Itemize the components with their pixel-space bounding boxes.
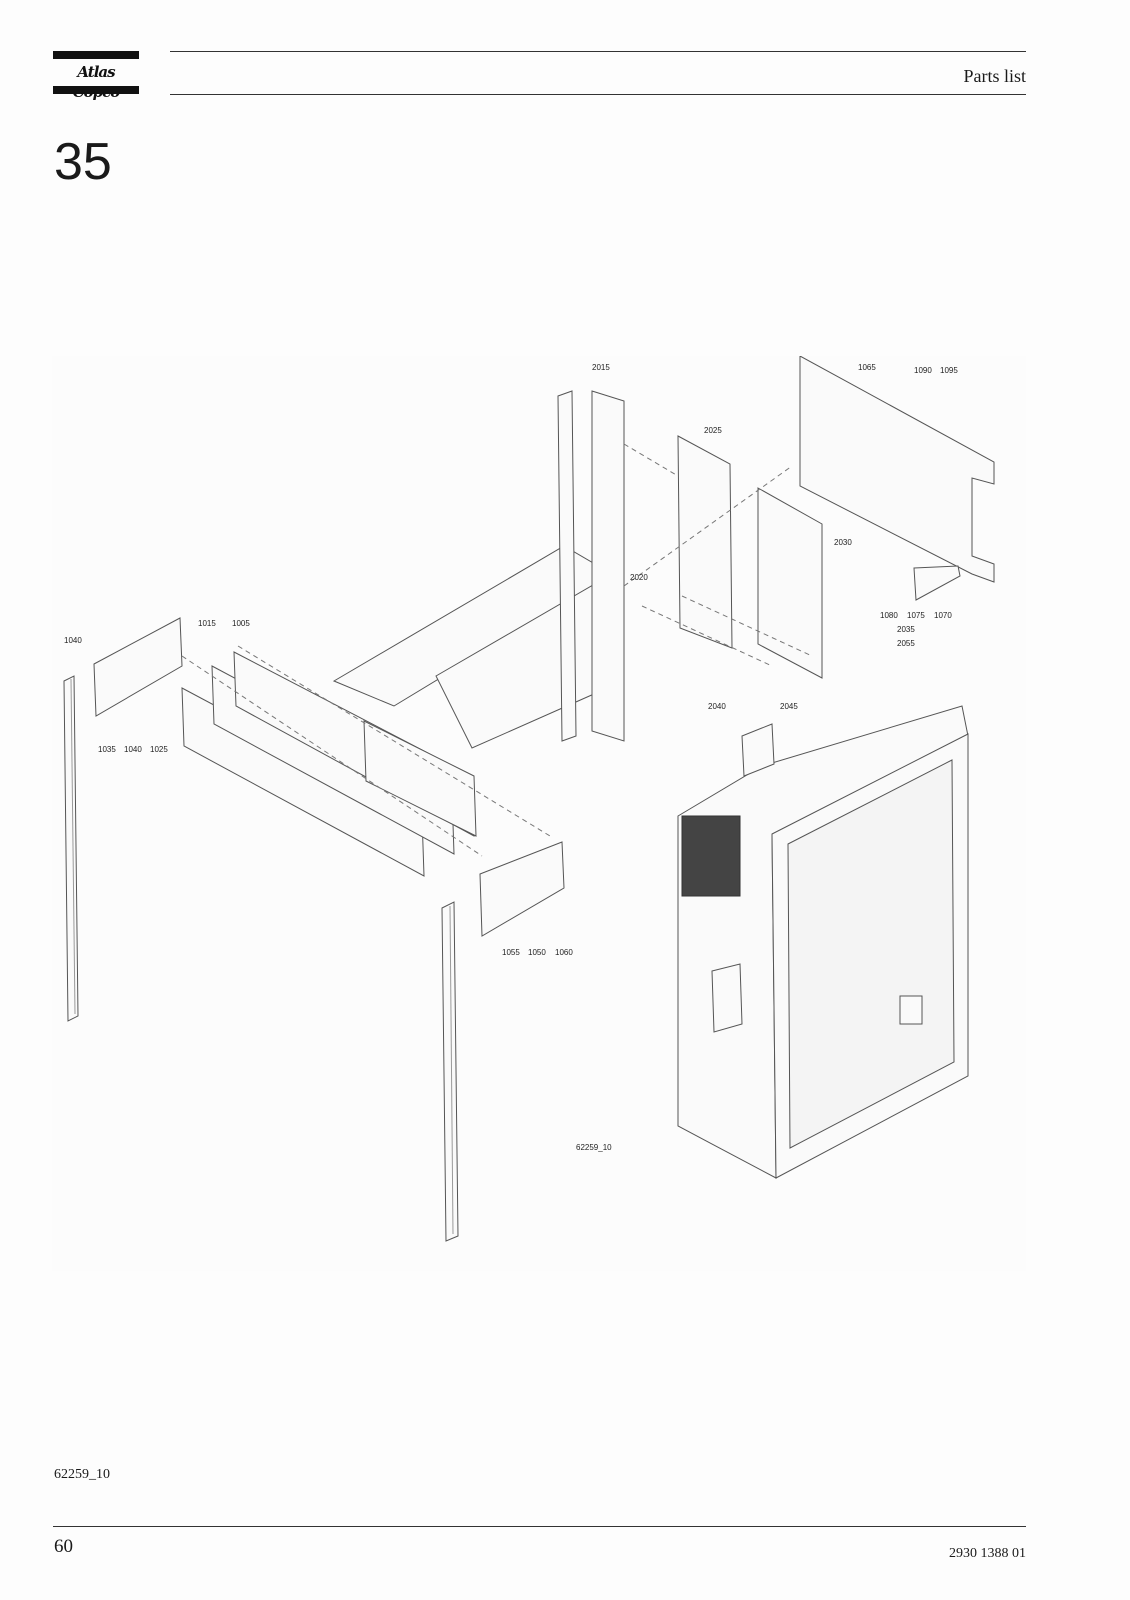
callout-1080: 1080 <box>880 611 898 620</box>
callout-2015: 2015 <box>592 363 610 372</box>
column-2015-left <box>557 390 577 742</box>
logo-bar-top <box>53 51 139 59</box>
column-2015-right <box>591 390 625 742</box>
callout-1025: 1025 <box>150 745 168 754</box>
callout-2040: 2040 <box>708 702 726 711</box>
logo-wordmark: Atlas Copco <box>73 63 121 101</box>
callout-1070: 1070 <box>934 611 952 620</box>
callout-1050: 1050 <box>528 948 546 957</box>
document-number: 2930 1388 01 <box>949 1546 1026 1561</box>
footer-rule <box>53 1526 1026 1527</box>
exploded-parts-drawing: 2015 2025 1065 1090 1095 2030 2020 1080 … <box>52 356 1026 1271</box>
end-plate-left <box>93 617 183 717</box>
figure-reference: 62259_10 <box>54 1467 110 1482</box>
drawing-figure-id: 62259_10 <box>576 1143 612 1152</box>
panel-insert <box>363 720 477 837</box>
center-leg-rail <box>441 901 459 1242</box>
bracket-1070 <box>913 565 961 601</box>
back-panel-1065 <box>799 356 995 583</box>
page-number: 60 <box>54 1536 73 1557</box>
bracket-2040 <box>741 723 775 777</box>
header-rule-bottom <box>170 94 1026 95</box>
callout-1005: 1005 <box>232 619 250 628</box>
cabinet-vent-grille <box>681 815 741 897</box>
callout-1055: 1055 <box>502 948 520 957</box>
logo-bar-bottom <box>53 86 139 94</box>
header-rule-top <box>170 51 1026 52</box>
callout-1015: 1015 <box>198 619 216 628</box>
callout-1040-bottom: 1040 <box>124 745 142 754</box>
callout-1035: 1035 <box>98 745 116 754</box>
callout-1075: 1075 <box>907 611 925 620</box>
end-plate-right <box>479 841 565 937</box>
callout-1040-top: 1040 <box>64 636 82 645</box>
cabinet-box <box>899 995 923 1025</box>
callout-2025: 2025 <box>704 426 722 435</box>
atlas-copco-logo: Atlas Copco <box>53 51 139 101</box>
callout-2055: 2055 <box>897 639 915 648</box>
callout-2045: 2045 <box>780 702 798 711</box>
callout-1065: 1065 <box>858 363 876 372</box>
cabinet-access-cover <box>711 963 743 1033</box>
callout-1090: 1090 <box>914 366 932 375</box>
callout-1095: 1095 <box>940 366 958 375</box>
callout-labels: 2015 2025 1065 1090 1095 2030 2020 1080 … <box>64 363 958 1152</box>
callout-1060: 1060 <box>555 948 573 957</box>
callout-2020: 2020 <box>630 573 648 582</box>
section-number: 35 <box>54 133 112 191</box>
panel-2025-inner <box>757 487 823 679</box>
callout-2035: 2035 <box>897 625 915 634</box>
callout-2030: 2030 <box>834 538 852 547</box>
page-title: Parts list <box>963 66 1026 86</box>
main-cabinet-opening <box>787 759 955 1149</box>
